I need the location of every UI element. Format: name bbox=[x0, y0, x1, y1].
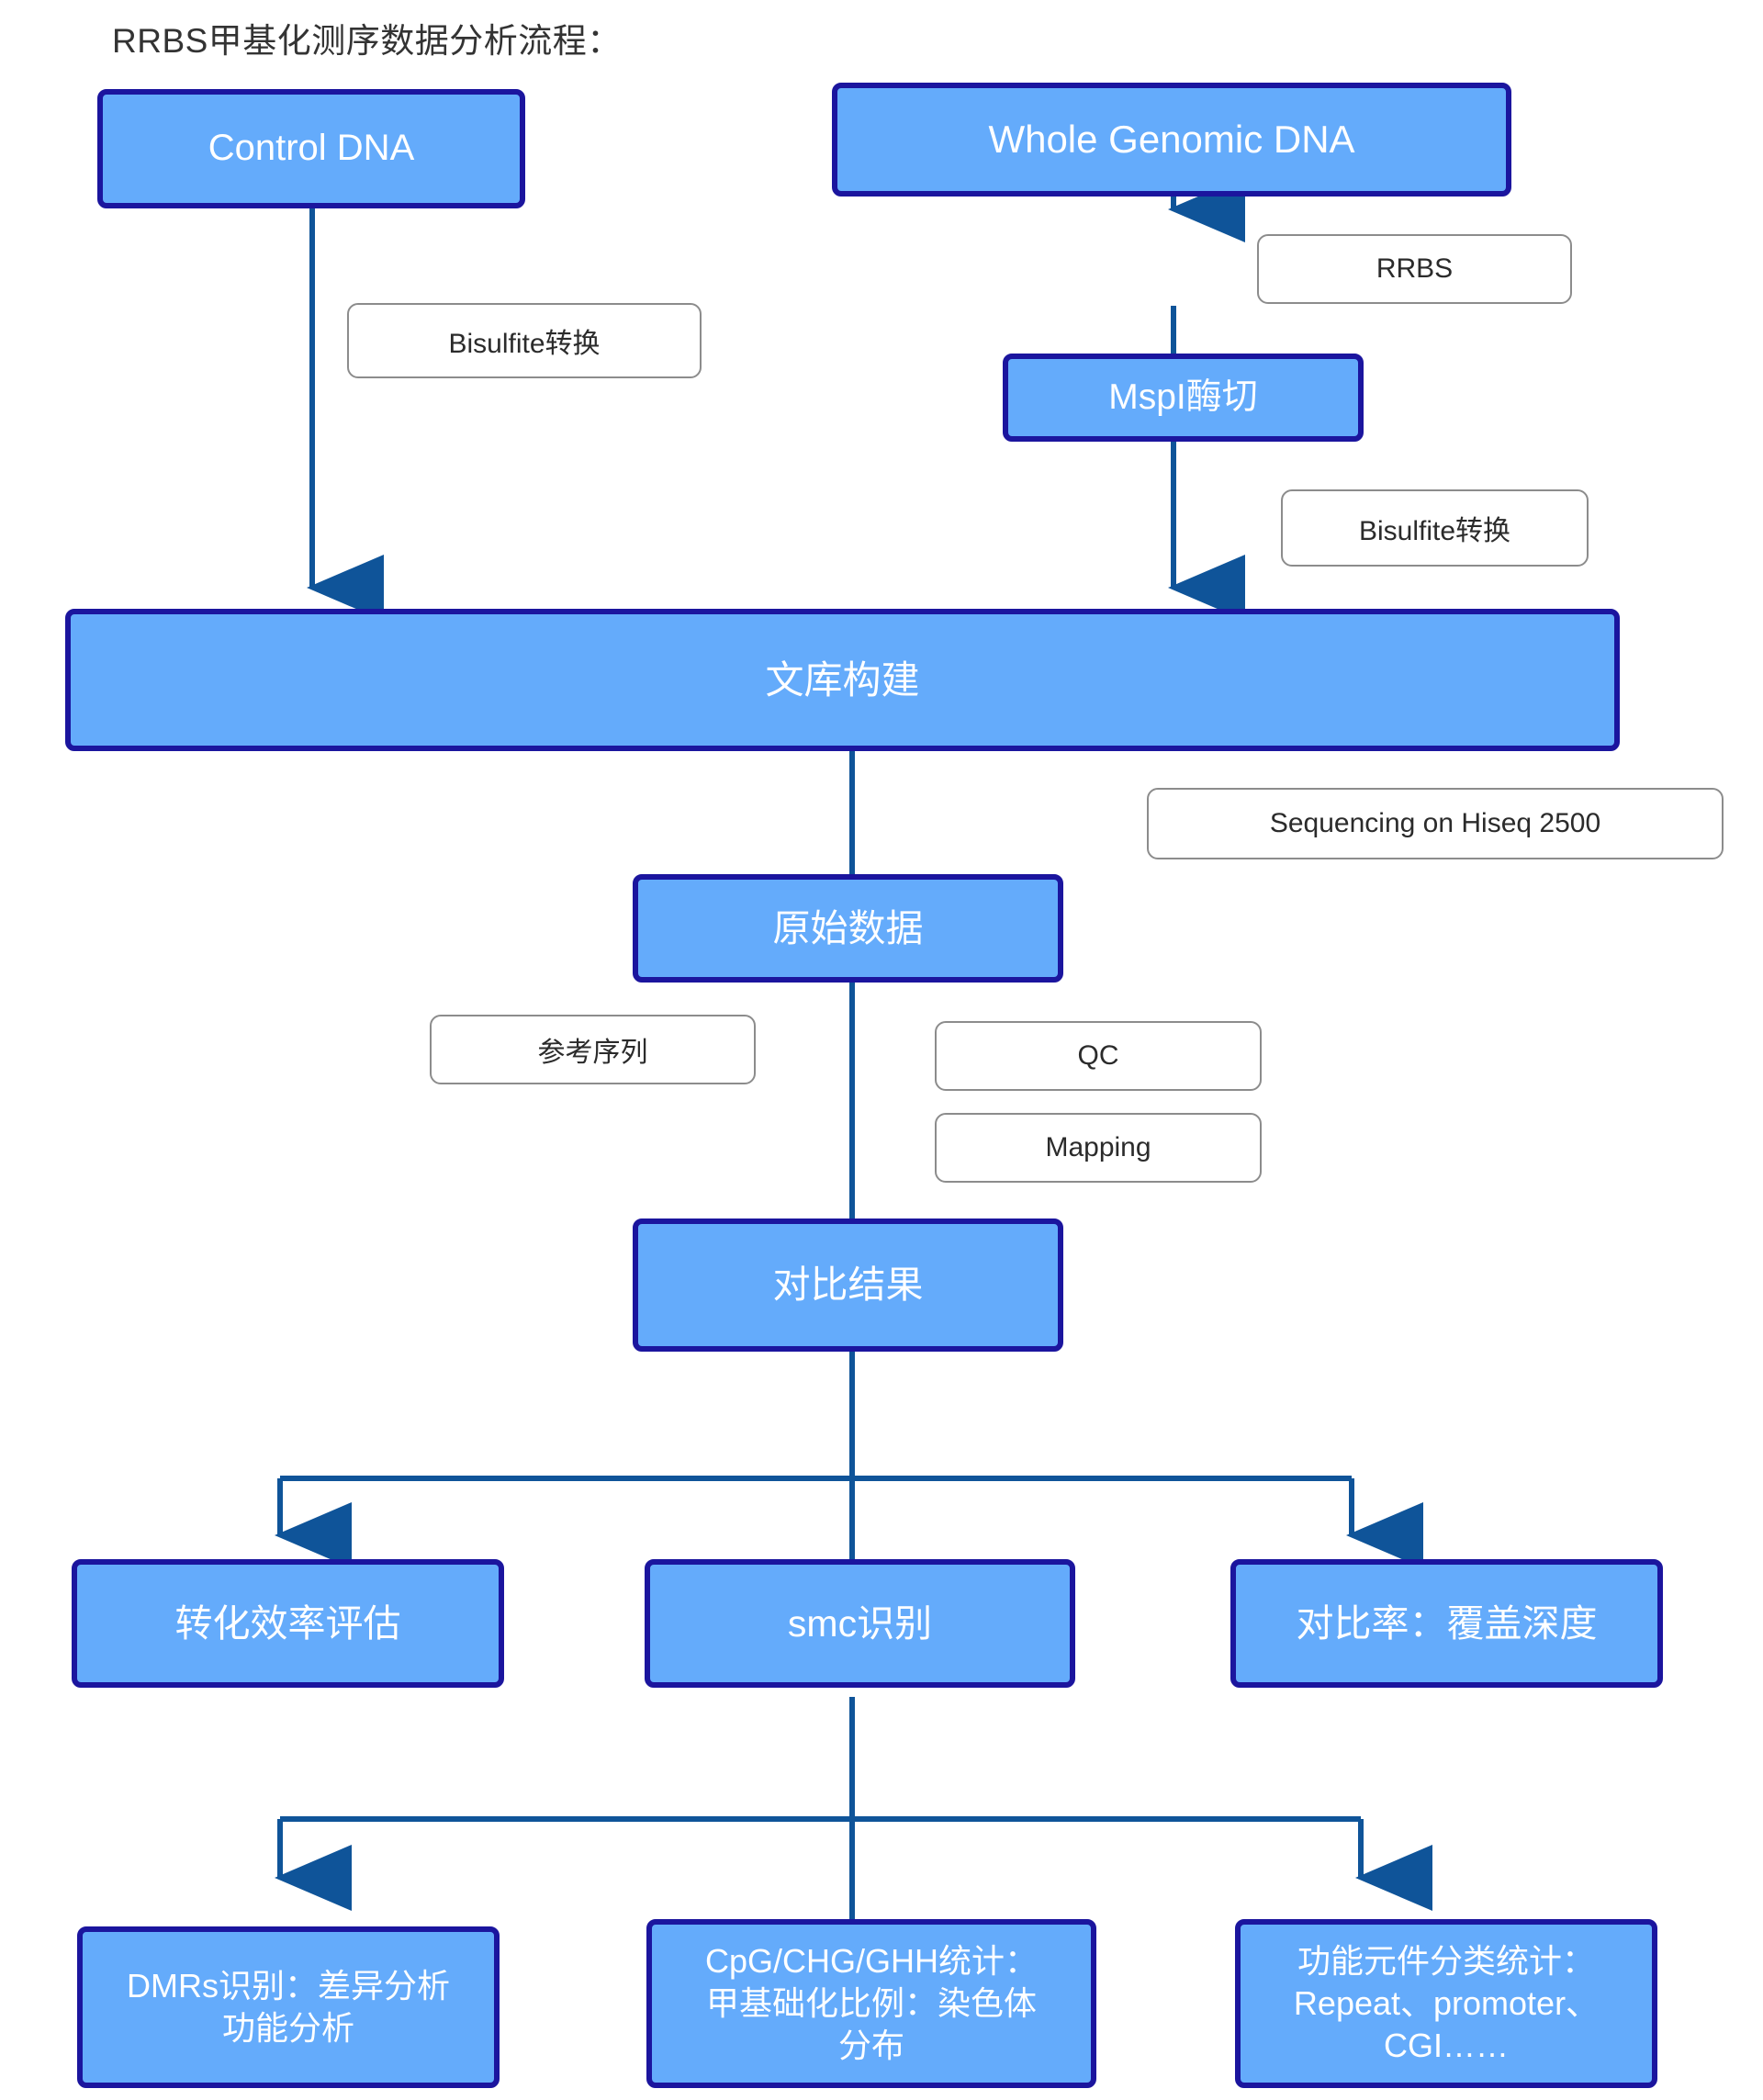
label-sequencing: Sequencing on Hiseq 2500 bbox=[1147, 788, 1724, 859]
node-conversion-efficiency-label: 转化效率评估 bbox=[174, 1601, 401, 1645]
label-bisulfite-right: Bisulfite转换 bbox=[1281, 489, 1589, 567]
label-sequencing-text: Sequencing on Hiseq 2500 bbox=[1269, 808, 1601, 838]
node-smc-identification[interactable]: smc识别 bbox=[645, 1559, 1075, 1688]
node-dmrs-analysis[interactable]: DMRs识别：差异分析 功能分析 bbox=[77, 1926, 500, 2088]
label-rrbs: RRBS bbox=[1257, 234, 1572, 304]
node-functional-element-statistics[interactable]: 功能元件分类统计： Repeat、promoter、 CGI…… bbox=[1235, 1919, 1657, 2088]
node-functional-element-statistics-line3: CGI…… bbox=[1383, 2027, 1509, 2065]
label-qc: QC bbox=[935, 1021, 1262, 1091]
node-whole-genomic-dna-label: Whole Genomic DNA bbox=[988, 118, 1355, 162]
label-bisulfite-left: Bisulfite转换 bbox=[347, 303, 702, 378]
label-bisulfite-left-text: Bisulfite转换 bbox=[448, 329, 601, 359]
node-library-construction-label: 文库构建 bbox=[765, 657, 920, 702]
node-mapping-rate-depth-label: 对比率：覆盖深度 bbox=[1296, 1601, 1598, 1645]
page-title: RRBS甲基化测序数据分析流程： bbox=[112, 22, 622, 60]
node-dmrs-analysis-line2: 功能分析 bbox=[221, 2009, 354, 2047]
label-qc-text: QC bbox=[1077, 1040, 1119, 1071]
label-reference-sequence: 参考序列 bbox=[430, 1015, 756, 1084]
label-mapping: Mapping bbox=[935, 1113, 1262, 1183]
node-control-dna[interactable]: Control DNA bbox=[97, 89, 525, 208]
node-cpg-statistics-line2: 甲基础化比例：染色体 bbox=[705, 1983, 1037, 2022]
label-bisulfite-right-text: Bisulfite转换 bbox=[1358, 516, 1511, 546]
node-raw-data[interactable]: 原始数据 bbox=[633, 874, 1063, 983]
node-mapping-result[interactable]: 对比结果 bbox=[633, 1218, 1063, 1352]
node-whole-genomic-dna[interactable]: Whole Genomic DNA bbox=[832, 83, 1511, 197]
node-control-dna-label: Control DNA bbox=[208, 128, 415, 169]
node-smc-identification-label: smc识别 bbox=[787, 1601, 933, 1645]
node-functional-element-statistics-line1: 功能元件分类统计： bbox=[1297, 1941, 1595, 1980]
node-mspi-digestion-label: MspI酶切 bbox=[1108, 377, 1258, 418]
node-mspi-digestion[interactable]: MspI酶切 bbox=[1003, 354, 1364, 442]
node-library-construction[interactable]: 文库构建 bbox=[65, 609, 1620, 751]
label-rrbs-text: RRBS bbox=[1376, 253, 1454, 284]
label-mapping-text: Mapping bbox=[1045, 1132, 1151, 1162]
node-functional-element-statistics-line2: Repeat、promoter、 bbox=[1293, 1983, 1600, 2022]
node-cpg-statistics[interactable]: CpG/CHG/GHH统计： 甲基础化比例：染色体 分布 bbox=[646, 1919, 1096, 2088]
node-cpg-statistics-line3: 分布 bbox=[837, 2027, 904, 2065]
node-cpg-statistics-line1: CpG/CHG/GHH统计： bbox=[704, 1941, 1039, 1980]
node-raw-data-label: 原始数据 bbox=[772, 906, 924, 949]
label-reference-sequence-text: 参考序列 bbox=[537, 1038, 648, 1068]
node-conversion-efficiency[interactable]: 转化效率评估 bbox=[72, 1559, 504, 1688]
node-mapping-rate-depth[interactable]: 对比率：覆盖深度 bbox=[1230, 1559, 1663, 1688]
node-mapping-result-label: 对比结果 bbox=[772, 1263, 924, 1307]
node-dmrs-analysis-line1: DMRs识别：差异分析 bbox=[127, 1966, 450, 2005]
